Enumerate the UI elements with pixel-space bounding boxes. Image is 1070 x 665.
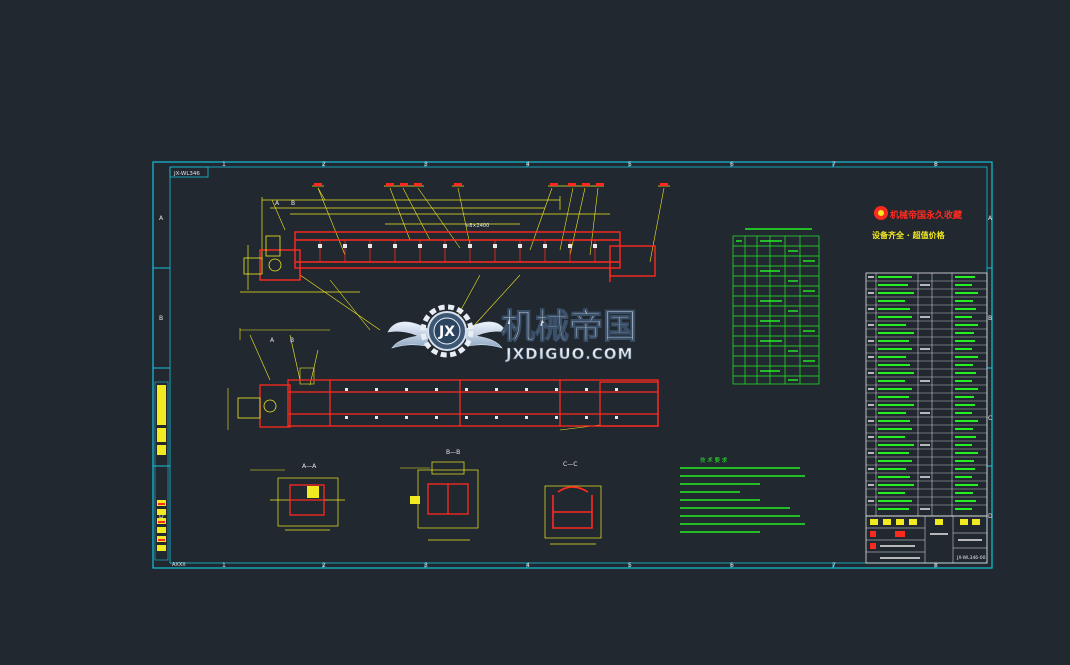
- parameter-table: [732, 228, 820, 385]
- elevation-view: ≈8×2400 A B: [240, 183, 670, 331]
- wing-right-icon: [463, 321, 507, 349]
- svg-text:A—A: A—A: [302, 463, 317, 470]
- svg-text:A: A: [988, 215, 993, 222]
- svg-text:6: 6: [730, 562, 734, 569]
- svg-text:5: 5: [628, 562, 632, 569]
- sheet-code: AXXX: [172, 562, 186, 568]
- left-revision-strip: [154, 381, 169, 561]
- watermark-url: JXDIGUO.COM: [505, 345, 633, 363]
- plan-view: A B: [227, 328, 659, 431]
- svg-text:3: 3: [424, 161, 428, 168]
- svg-text:4: 4: [526, 562, 530, 569]
- view-marker-b: B: [291, 200, 295, 207]
- svg-text:2: 2: [322, 562, 326, 569]
- svg-text:D: D: [988, 513, 993, 520]
- watermark-title: 机械帝国: [501, 307, 637, 347]
- svg-text:A: A: [159, 215, 164, 222]
- title-block: JX-WL346-00: [865, 515, 988, 564]
- logo-letters: JX: [438, 324, 455, 340]
- svg-text:8: 8: [934, 562, 938, 569]
- svg-text:B: B: [159, 315, 163, 322]
- svg-text:7: 7: [832, 562, 836, 569]
- frame-title-tag: JX-WL346: [173, 171, 200, 177]
- svg-text:7: 7: [832, 161, 836, 168]
- stamp-line1: 机械帝国永久收藏: [890, 209, 962, 221]
- svg-text:8: 8: [934, 161, 938, 168]
- svg-text:A: A: [270, 337, 275, 344]
- section-cc: C—C: [544, 461, 602, 545]
- site-watermark: JX 机械帝国 JXDIGUO.COM: [387, 304, 638, 363]
- svg-text:6: 6: [730, 161, 734, 168]
- view-marker-a: A: [275, 200, 280, 207]
- stamp-line2: 设备齐全 · 超值价格: [872, 230, 946, 240]
- notes-heading: 技 术 要 求: [700, 456, 728, 464]
- dimension-label: ≈8×2400: [465, 223, 489, 229]
- technical-notes: 技 术 要 求: [680, 456, 805, 533]
- parts-list: [865, 272, 988, 517]
- frame-labels: JX-WL346 1 2 3 4 5 6 7 8 1 2 3 4 5 6 7 8…: [159, 161, 993, 569]
- section-bb: B—B: [400, 449, 479, 541]
- svg-text:C—C: C—C: [563, 461, 577, 468]
- svg-text:C: C: [988, 415, 992, 422]
- svg-text:3: 3: [424, 562, 428, 569]
- collection-stamp: 机械帝国永久收藏 设备齐全 · 超值价格: [872, 206, 962, 240]
- wing-left-icon: [387, 321, 431, 349]
- svg-text:1: 1: [222, 161, 226, 168]
- svg-text:5: 5: [628, 161, 632, 168]
- drawing-number: JX-WL346-00: [956, 555, 986, 561]
- svg-text:4: 4: [526, 161, 530, 168]
- section-aa: A—A: [250, 463, 345, 531]
- gear-logo-icon: JX: [420, 304, 474, 358]
- svg-text:D: D: [159, 513, 164, 520]
- svg-text:B: B: [290, 337, 294, 344]
- svg-text:1: 1: [222, 562, 226, 569]
- svg-text:B: B: [988, 315, 992, 322]
- svg-text:2: 2: [322, 161, 326, 168]
- svg-text:B—B: B—B: [446, 449, 460, 456]
